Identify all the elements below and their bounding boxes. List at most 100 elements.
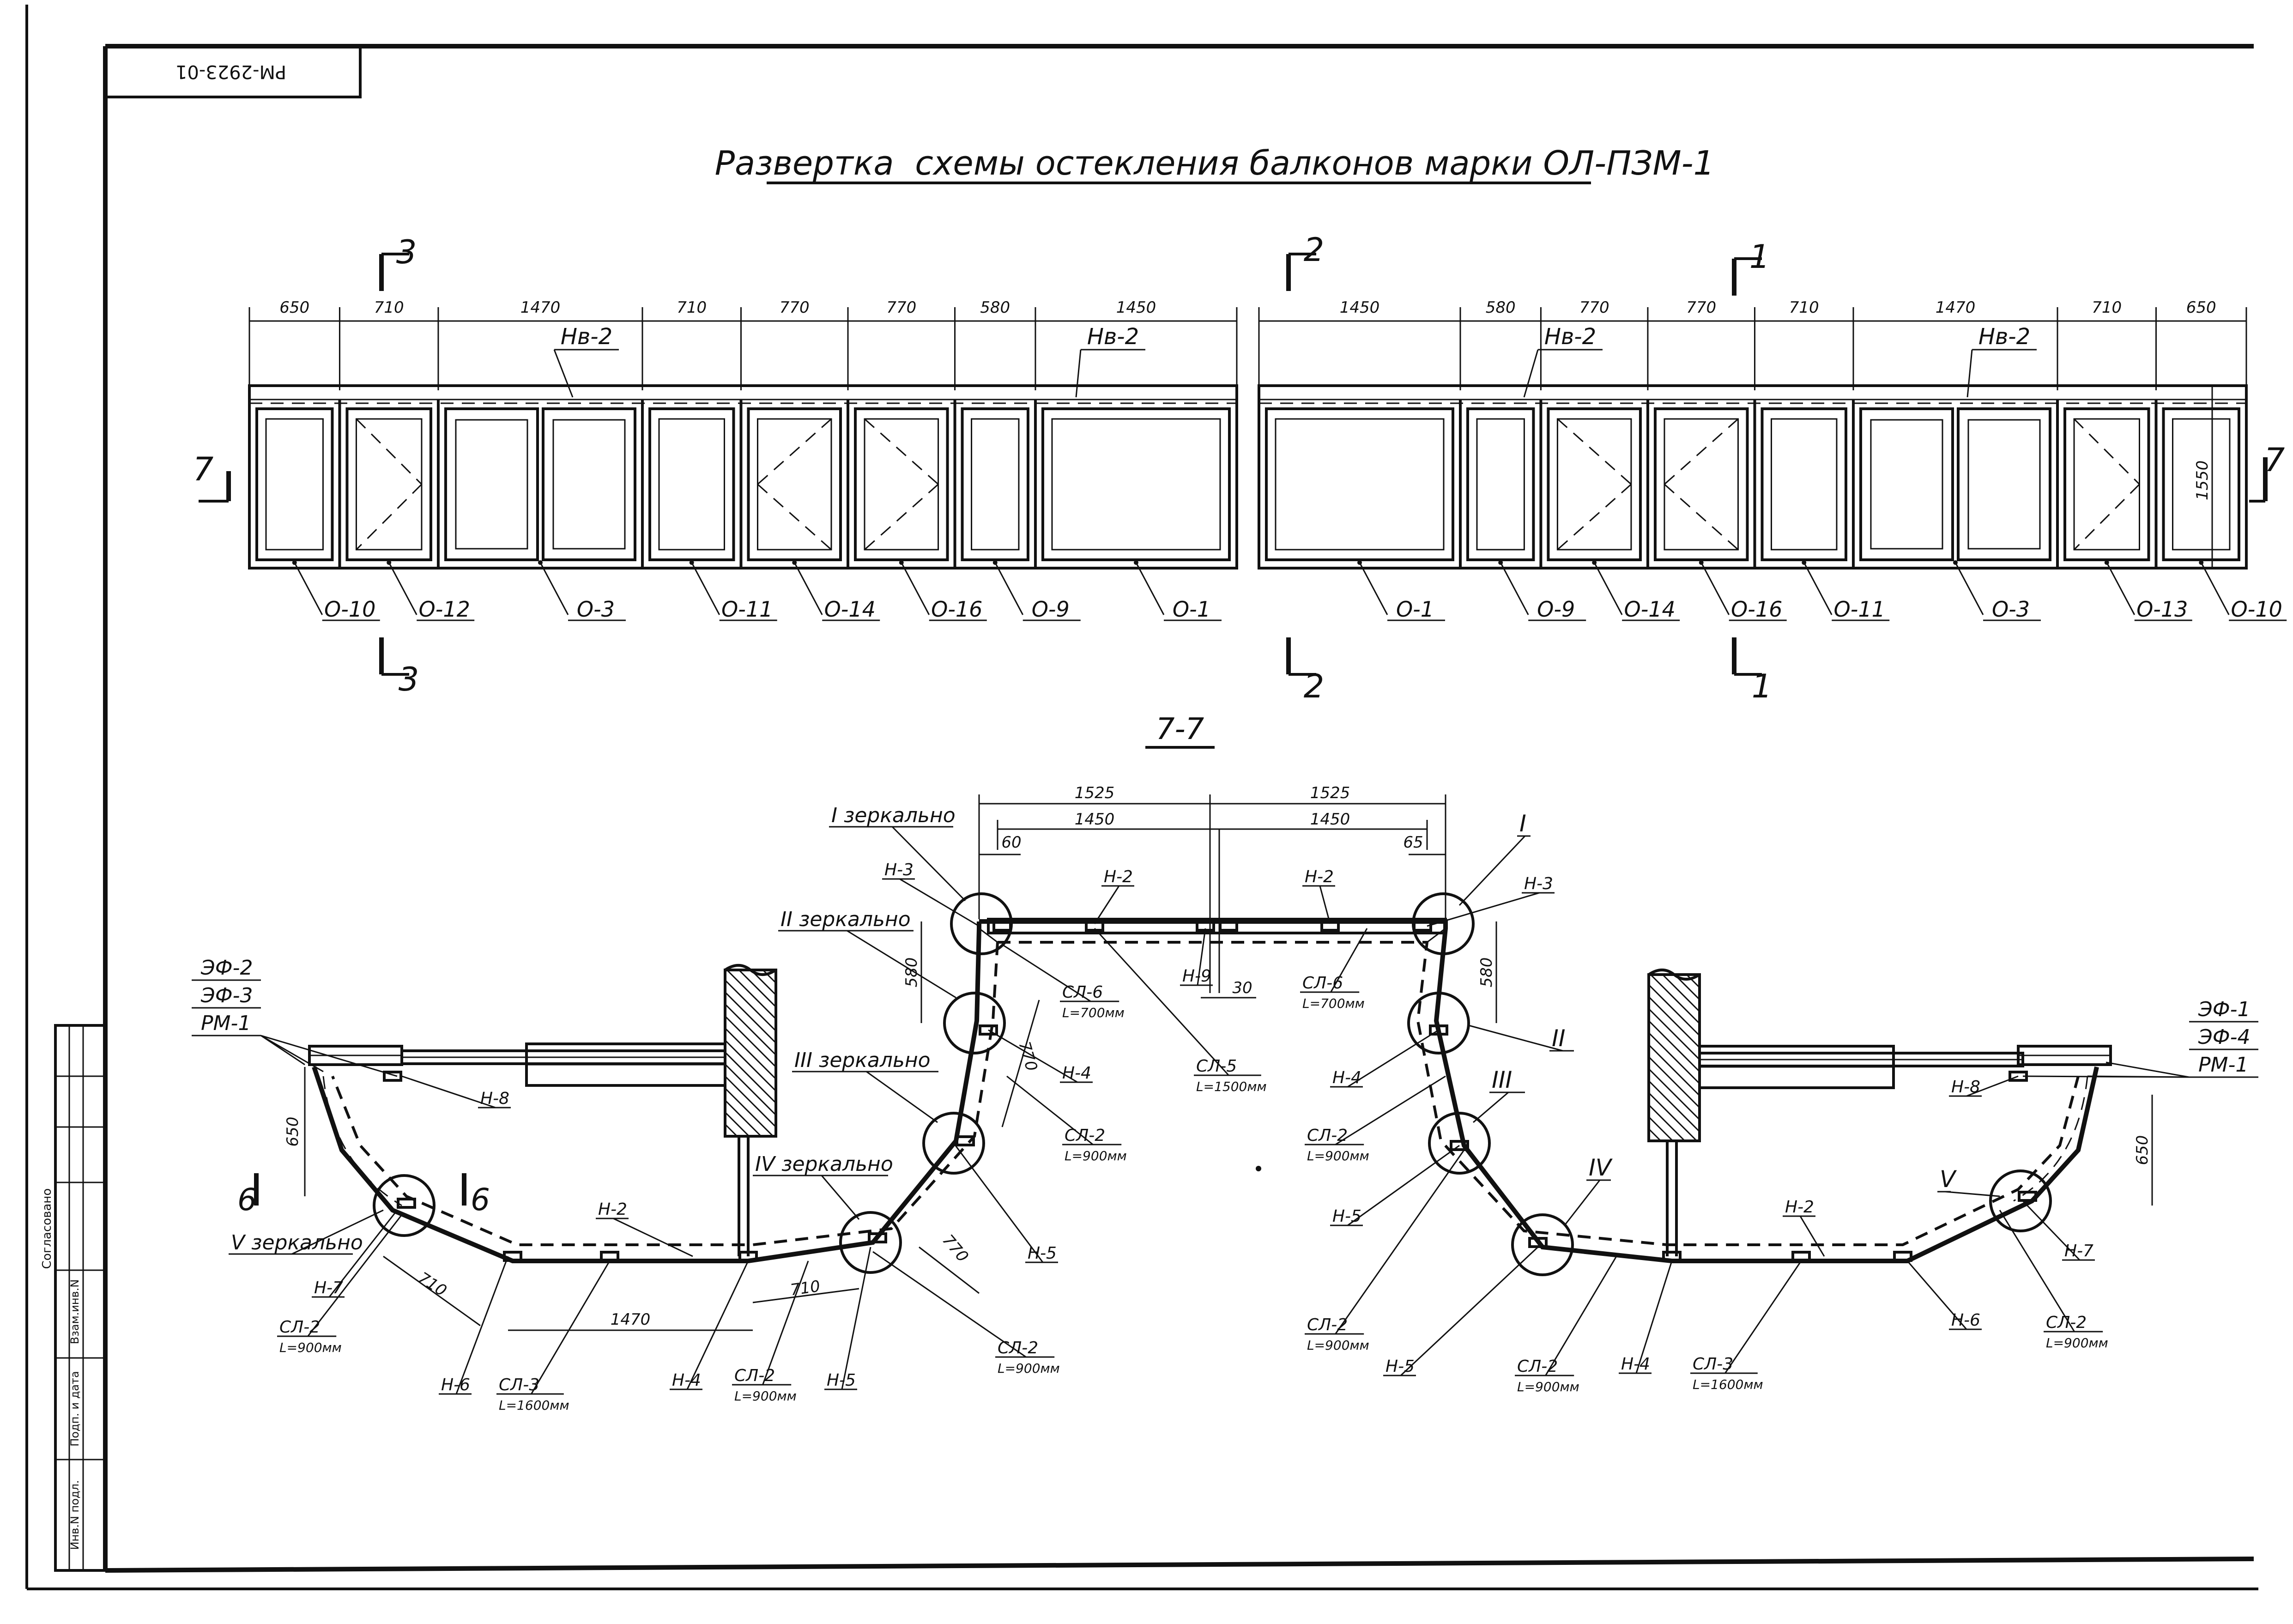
connector-node-9 [738,1251,758,1262]
section-mark-1-top [1732,257,1762,296]
elevation-dim-7: 1450 [1116,298,1156,317]
left-console [308,1045,403,1066]
glass-left [1870,419,1943,550]
connector-node-10 [600,1251,619,1262]
glazing-elevation [199,253,2287,676]
detail-callout-circle-7 [1511,1213,1574,1276]
dim-650-left-label: 650 [284,1117,302,1147]
leader-sl2f [1305,1150,1465,1335]
top-label-leader [553,349,574,398]
leader-label-h2b: Н-2 [1305,867,1334,886]
glass [658,418,725,551]
callout-III: III [1492,1067,1512,1093]
section-mark-7-right-num: 7 [2264,441,2285,479]
leader-line [1359,562,1388,615]
sash [1041,407,1231,561]
panel-label-12: О-11 [1834,597,1885,622]
elevation-dim-13: 1470 [1936,298,1976,317]
section-mark-1-bottom [1732,637,1762,676]
legend-left-item-2: РМ-1 [201,1012,251,1035]
glazing-panel [1539,400,1680,621]
height-dim-label: 1550 [2193,461,2212,501]
glass [2172,418,2231,551]
glazing-line-right [979,919,2099,1263]
opening-mark [1557,418,1632,485]
callout-V-mirror: V зеркально [231,1231,363,1254]
leader-sub-sl2b: L=900мм [279,1340,342,1355]
sash [2162,407,2240,561]
dim-1525-right: 1525 [1310,784,1350,802]
callout-IV-leader [1565,1180,1601,1224]
leader-label-sl5: СЛ-5 [1196,1057,1237,1076]
section-mark-6-right-num: 6 [471,1182,490,1218]
leader-label-sl2b: СЛ-2 [279,1318,320,1337]
leader-h5c [1330,1145,1460,1226]
sash [1653,407,1749,561]
leader-label-sl6a: СЛ-6 [1062,983,1103,1002]
elevation-dim-9: 580 [1486,298,1516,317]
elevation-dim-14: 710 [2092,298,2122,317]
section-mark-2-top [1286,253,1316,291]
leader-label-h3a: Н-3 [884,860,914,879]
sash-left [1859,407,1954,561]
leader-sl2g [1515,1256,1617,1376]
opening-mark [2073,418,2140,485]
connector-node-14 [1450,1140,1469,1151]
detail-callout-circle-8 [373,1174,436,1237]
elevation-dim-8: 1450 [1340,298,1380,317]
dim-710-left-a [383,1255,481,1327]
glazing-panel [1646,400,1787,621]
leader-h8b [1949,1075,2019,1097]
left-arc-dash [322,1076,402,1206]
dim-580-left-label: 580 [902,957,921,988]
leader-sub-sl2d: L=900мм [998,1361,1060,1376]
stray-dot [1256,1166,1261,1171]
detail-callout-circle-6 [839,1211,902,1274]
leader-line [1954,562,1984,615]
leader-label-sl2h: СЛ-2 [2046,1313,2087,1332]
leader-sl2b [277,1214,403,1337]
dim-1525-left: 1525 [1075,784,1115,802]
leader-h4d [1619,1260,1673,1374]
callout-IV-mirror-leader [821,1175,860,1220]
connector-node-12 [397,1198,416,1209]
leader-h4c [1330,1029,1439,1088]
leader-sub-sl2c: L=900мм [734,1388,797,1404]
connector-node-18 [1893,1251,1912,1262]
legend-right-item-0: ЭФ-1 [2198,998,2250,1021]
callout-II-leader [1468,1024,1563,1052]
leader-line [793,562,823,615]
sash [1761,407,1847,561]
leader-sub-sl6a: L=700мм [1062,1005,1125,1020]
stamp-box: PM-2923-01 [175,61,286,82]
legend-right [2022,1021,2258,1078]
panel-label-10: О-14 [1624,597,1675,622]
callout-I-mirror: I зеркально [831,804,956,827]
leader-label-h4c: Н-4 [1332,1068,1361,1087]
panel-label-1: О-12 [419,597,470,622]
leader-h6a [439,1256,509,1395]
callout-I: I [1519,810,1526,837]
leader-label-sl2e: СЛ-2 [1307,1126,1348,1145]
callout-II: II [1552,1025,1566,1052]
connector-node-16 [1662,1251,1682,1262]
panel-label-14: О-13 [2136,597,2188,622]
leader-h5a [953,1143,1058,1263]
callout-V-leader [1945,1191,2000,1197]
leader-h3b [1427,892,1555,927]
detail-callout-circle-2 [943,992,1006,1054]
opening-mark [2073,484,2140,551]
panel-label-5: О-16 [931,597,982,622]
opening-mark [864,484,939,551]
detail-callout-circle-1 [1412,892,1475,955]
leader-label-h4a: Н-4 [1062,1064,1091,1083]
leader-label-h2c: Н-2 [598,1200,627,1219]
dim-30: 30 [1232,979,1252,997]
dim-770-b-label: 770 [938,1231,972,1266]
section-mark-3-bottom [379,637,409,676]
leader-line [1500,562,1529,615]
